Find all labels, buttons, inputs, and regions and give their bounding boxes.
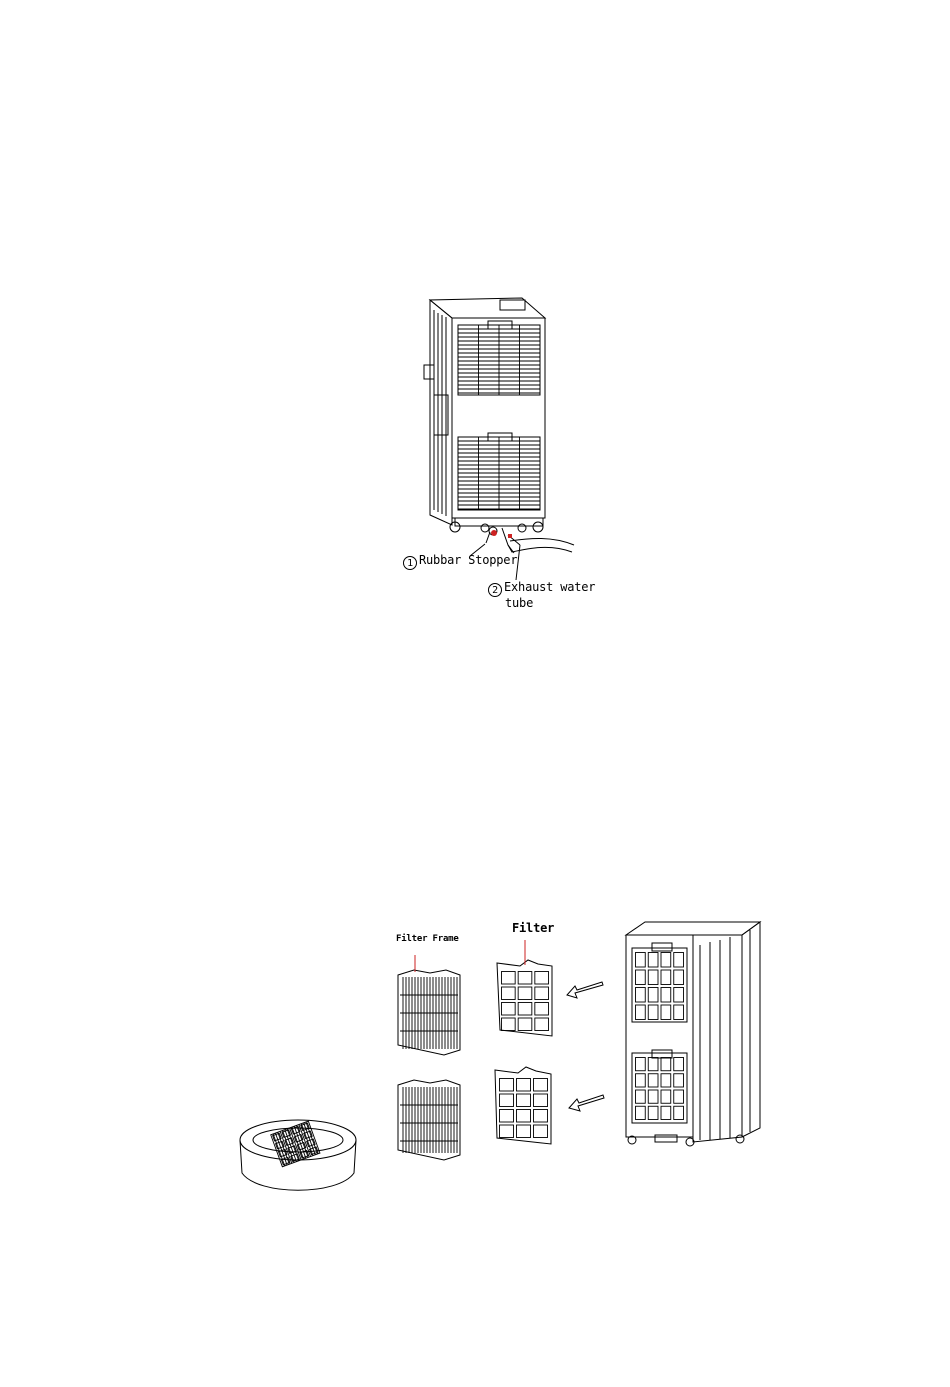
callout-number-1: 1 [403, 556, 417, 570]
exhaust-tube-label-line1: Exhaust water [504, 580, 595, 594]
filter-label: Filter [512, 921, 554, 935]
callout-number-2: 2 [488, 583, 502, 597]
filter-frame-label: Filter Frame [396, 932, 459, 946]
exhaust-tube-label-line2: tube [505, 596, 533, 610]
rubber-stopper-label: Rubbar Stopper [419, 553, 517, 567]
